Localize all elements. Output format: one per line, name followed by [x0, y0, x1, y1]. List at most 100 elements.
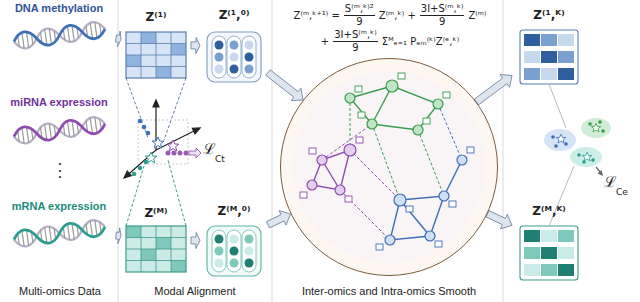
smooth-graph-part-part: [435, 241, 442, 247]
cluster-illustration-part: [588, 120, 605, 133]
block-arrow: [116, 228, 121, 244]
embedding-vectors-part: [207, 32, 261, 82]
smooth-graph-part-part: [467, 147, 474, 153]
smooth-graph-part-part: [345, 196, 352, 202]
smooth-graph-part-part: [317, 155, 327, 165]
matrix-grids-part: [126, 55, 141, 67]
embedding-matrix: Z⁽¹,⁰⁾: [200, 8, 268, 84]
embedding-vectors-part: [215, 41, 224, 50]
matrix-grids-part: [126, 226, 141, 238]
cluster-illustration-part-part: [554, 144, 558, 148]
final-embeddings-part: [558, 247, 574, 259]
final-embeddings-part: [558, 230, 574, 242]
block-arrow: [267, 211, 291, 228]
final-embeddings-part: [541, 68, 557, 80]
formula-term: +: [321, 36, 329, 47]
embedding-matrix: Z⁽ᴹ,⁰⁾: [200, 204, 268, 278]
matrix-grids-part: [141, 32, 156, 44]
embedding-vectors-part: [230, 41, 239, 50]
matrix-grids: [126, 32, 186, 272]
block-arrow: [191, 38, 200, 54]
final-embeddings-part: [524, 68, 540, 80]
alignment-space-part: [124, 100, 200, 178]
alignment-space-part-part: [172, 151, 177, 156]
smooth-graph-part: [307, 144, 356, 195]
loss-symbol: ℒ: [203, 141, 216, 158]
fraction-numerator: S⁽ᵐ,ᵏ⁾²: [344, 3, 375, 16]
formula-row: Z⁽ᵐ,ᵏ⁺¹⁾ =S⁽ᵐ,ᵏ⁾²9Z⁽ᵐ,ᵏ⁾ +3I+S⁽ᵐ,ᵏ⁾9Z⁽ᵐ⁾: [251, 2, 529, 28]
matrix-grids-part: [126, 226, 186, 272]
smooth-graph-part: [322, 98, 462, 240]
smoothing-circle: Z⁽ᵐ,ᵏ⁺¹⁾ =S⁽ᵐ,ᵏ⁾²9Z⁽ᵐ,ᵏ⁾ +3I+S⁽ᵐ,ᵏ⁾9Z⁽ᵐ⁾…: [280, 58, 498, 276]
smooth-graph-part-part: [438, 104, 462, 160]
omics-label: miRNA expression: [2, 96, 116, 109]
smooth-graph: [281, 59, 497, 275]
smooth-graph-part: [345, 80, 443, 135]
embedding-vectors-part: [215, 53, 224, 62]
smooth-graph-part-part: [433, 99, 443, 109]
smooth-graph-part-part: [309, 148, 316, 154]
final-embeddings-part: [541, 230, 557, 242]
loss-symbol: ℒ: [604, 174, 617, 191]
cluster-illustration-part-part: [591, 158, 595, 162]
separator-lines-part: [503, 0, 504, 302]
embedding-vectors-part: [245, 235, 254, 244]
embedding-vectors-part: [215, 235, 224, 244]
smooth-graph-part-part: [394, 194, 406, 206]
cluster-illustration-part: [581, 118, 611, 138]
cluster-illustration-part-part: [601, 129, 605, 133]
alignment-space-part: [167, 140, 179, 151]
final-embeddings: [520, 30, 578, 280]
matrix-symbol: Z⁽ᴹ⁾: [121, 206, 191, 221]
matrix-grids-part: [126, 32, 186, 78]
embedding-vectors-part: [212, 230, 256, 272]
matrix-grids-part: [126, 226, 186, 272]
embedding-vectors-part: [215, 65, 224, 74]
omics-source: DNA methylation: [2, 2, 116, 56]
embedding-vectors-part: [230, 235, 239, 244]
formula-term: Z⁽ᵐ⁾: [468, 10, 486, 21]
separator-lines-part: [272, 0, 273, 302]
update-formula: Z⁽ᵐ,ᵏ⁺¹⁾ =S⁽ᵐ,ᵏ⁾²9Z⁽ᵐ,ᵏ⁾ +3I+S⁽ᵐ,ᵏ⁾9Z⁽ᵐ⁾…: [251, 2, 529, 54]
embedding-vectors-part: [212, 36, 256, 78]
smooth-graph-part: [376, 147, 474, 250]
omics-source: mRNA expression: [2, 200, 116, 258]
smooth-graph-part-part: [358, 112, 365, 118]
formula-row: +3I+S⁽ᵐ,ᵏ⁾9Σᴹₑ₌₁ Pₑₘ⁽ᵏ⁾Z⁽ᵉ,ᵏ⁾: [251, 28, 529, 54]
final-embeddings-part: [541, 264, 557, 276]
smooth-graph-part-part: [344, 144, 356, 156]
smooth-graph-part-part: [355, 86, 362, 92]
loss-subscript: Ce: [616, 187, 628, 197]
embedding-vectors: [207, 32, 261, 276]
final-embeddings-part: [558, 264, 574, 276]
alignment-space-part-part: [192, 128, 200, 134]
alignment-space-part: [132, 160, 149, 177]
cluster-illustration-part-part: [577, 153, 581, 157]
final-embeddings-part: [541, 247, 557, 259]
final-embeddings-part: [524, 34, 540, 46]
stage-label: Inter-omics and Intra-omics Smooth: [276, 285, 502, 298]
formula-term: Z⁽ᵐ,ᵏ⁺¹⁾ =: [294, 10, 340, 21]
smooth-graph-part-part: [390, 160, 462, 240]
embedding-vectors-part: [245, 53, 254, 62]
cluster-illustration-part-part: [564, 142, 568, 146]
fraction-numerator: 3I+S⁽ᵐ,ᵏ⁾: [333, 29, 378, 42]
cluster-illustration-part: [582, 152, 592, 161]
alignment-space-part: [138, 119, 151, 136]
smooth-graph-part-part: [350, 150, 400, 200]
alignment-space-part-part: [142, 125, 147, 130]
embedding-vectors-part: [230, 65, 239, 74]
matrix-grids-part: [171, 44, 186, 56]
loss-subscript: Ct: [215, 154, 225, 164]
cluster-illustration-part: [551, 135, 568, 148]
block-arrow: [266, 70, 303, 101]
alignment-space-part-part: [127, 104, 197, 176]
molecule-illustrations-part: [13, 21, 106, 50]
smooth-graph-part-part: [398, 73, 405, 79]
embedding-vectors-part: [230, 53, 239, 62]
cluster-illustration-part: [577, 153, 595, 164]
smooth-graph-part-part: [385, 235, 395, 245]
